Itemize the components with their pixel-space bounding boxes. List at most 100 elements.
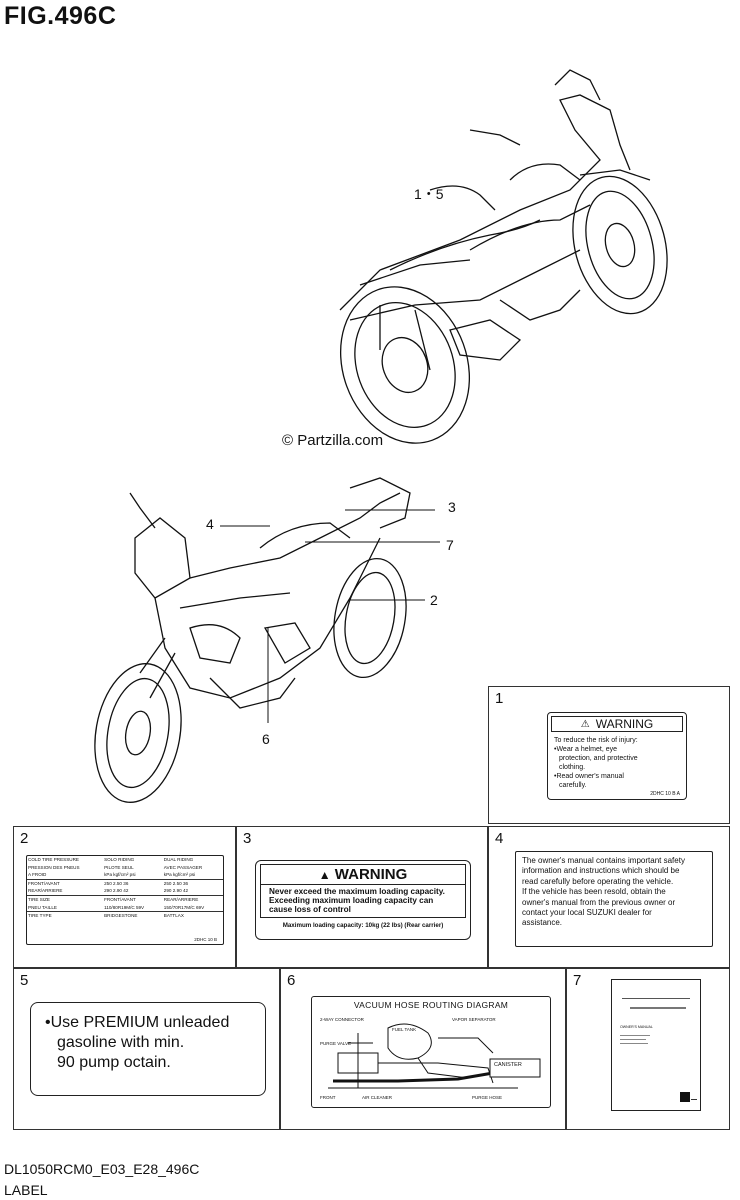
fuel-line: 90 pump octain. bbox=[57, 1054, 171, 1071]
table-row: TIRE TYPE BRIDGESTONE BATTLAX bbox=[27, 911, 223, 920]
label-box-4: 4 The owner's manual contains important … bbox=[488, 826, 730, 968]
label-box-6: 6 VACUUM HOSE ROUTING DIAGRAM CANISTER 2… bbox=[280, 968, 566, 1130]
table-cell: kPa kgf/cm² psi bbox=[104, 872, 136, 878]
label-box-5: 5 •Use PREMIUM unleaded gasoline with mi… bbox=[13, 968, 280, 1130]
motorcycle-side-view-drawing bbox=[339, 69, 668, 444]
box-number: 2 bbox=[20, 830, 29, 847]
diagram-note: PURGE VALVE bbox=[320, 1041, 352, 1046]
table-cell: kPa kgf/cm² psi bbox=[163, 872, 196, 878]
notice-line: owner's manual from the previous owner o… bbox=[522, 897, 676, 907]
box-number: 3 bbox=[243, 830, 252, 847]
motorcycle-front-view-drawing bbox=[94, 477, 440, 803]
table-cell: 110/80R19M/C 59V bbox=[104, 904, 145, 910]
table-cell: BRIDGESTONE bbox=[104, 913, 138, 919]
owners-manual-booklet: OWNER'S MANUAL bbox=[611, 979, 701, 1111]
label-code: 2DHC 10 B bbox=[194, 937, 217, 942]
table-row: TIRE SIZE FRONT/AVANT REAR/ARRIERE bbox=[27, 895, 223, 903]
table-cell: A FROID bbox=[28, 872, 47, 878]
table-cell: TIRE TYPE bbox=[28, 913, 52, 919]
table-row: REAR/ARRIERE 290 2.90 42 290 2.90 42 bbox=[27, 887, 223, 895]
diagram-heading: VACUUM HOSE ROUTING DIAGRAM bbox=[353, 1000, 509, 1010]
warning-triangle-icon: ⚠ bbox=[580, 718, 590, 730]
table-cell: 290 2.90 42 bbox=[104, 888, 129, 894]
callout-6: 6 bbox=[262, 731, 270, 747]
warning-line: clothing. bbox=[559, 764, 586, 771]
diagram-note: PURGE HOSE bbox=[472, 1095, 503, 1100]
tire-pressure-label: COLD TIRE PRESSURE SOLO RIDING DUAL RIDING… bbox=[26, 855, 224, 945]
table-cell: FRONT/AVANT bbox=[104, 896, 136, 902]
warning-line: •Wear a helmet, eye bbox=[554, 746, 618, 753]
table-cell: REAR/ARRIERE bbox=[28, 888, 63, 894]
notice-line: read carefully before operating the vehi… bbox=[522, 876, 674, 886]
box-number: 6 bbox=[287, 972, 296, 989]
warning-line: •Read owner's manual bbox=[554, 773, 624, 780]
table-cell: 290 2.90 42 bbox=[163, 888, 189, 894]
owners-manual-notice-label: The owner's manual contains important sa… bbox=[515, 851, 713, 947]
table-cell: DUAL RIDING bbox=[163, 857, 194, 862]
warning-line: Exceeding maximum loading capacity can bbox=[269, 896, 434, 905]
figure-title: FIG.496C bbox=[4, 2, 117, 30]
notice-line: information and instructions which shoul… bbox=[522, 866, 680, 876]
table-row: A FROID kPa kgf/cm² psi kPa kgf/cm² psi bbox=[27, 871, 223, 879]
canister-label: CANISTER bbox=[494, 1062, 522, 1068]
table-cell: SOLO RIDING bbox=[104, 857, 135, 862]
diagram-note: 2-WAY CONNECTOR bbox=[320, 1017, 364, 1022]
diagram-note: FRONT bbox=[320, 1095, 336, 1100]
manual-cover-title: OWNER'S MANUAL bbox=[620, 1025, 653, 1029]
warning-label-helmet: ⚠ WARNING To reduce the risk of injury: … bbox=[547, 712, 687, 800]
fuel-line: •Use PREMIUM unleaded bbox=[45, 1014, 230, 1031]
hose-routing-drawing bbox=[328, 1023, 541, 1089]
table-cell: FRONT/AVANT bbox=[28, 880, 60, 886]
table-cell: PNEU TAILLE bbox=[28, 904, 57, 910]
table-cell: 250 2.50 36 bbox=[104, 880, 129, 886]
diagram-note: AIR CLEANER bbox=[362, 1095, 393, 1100]
table-row: FRONT/AVANT 250 2.50 36 250 2.50 36 bbox=[27, 879, 223, 887]
warning-line: Never exceed the maximum loading capacit… bbox=[269, 887, 445, 896]
notice-line: The owner's manual contains important sa… bbox=[522, 856, 685, 865]
table-cell: PILOTE SEUL bbox=[104, 864, 134, 870]
warning-heading: WARNING bbox=[595, 717, 654, 731]
box-number: 4 bbox=[495, 830, 504, 847]
table-cell: BATTLAX bbox=[163, 913, 184, 919]
capacity-text: Maximum loading capacity: 10kg (22 lbs) … bbox=[282, 922, 444, 929]
box-number: 5 bbox=[20, 972, 29, 989]
tire-pressure-table: COLD TIRE PRESSURE SOLO RIDING DUAL RIDING… bbox=[27, 856, 223, 920]
suzuki-logo-icon bbox=[680, 1092, 690, 1102]
label-box-3: 3 ▲ WARNING Never exceed the maximum loa… bbox=[236, 826, 488, 968]
footer-label: LABEL bbox=[4, 1182, 48, 1198]
table-cell: TIRE SIZE bbox=[28, 896, 50, 902]
callout-1-5: 1・5 bbox=[414, 186, 444, 202]
table-cell: COLD TIRE PRESSURE bbox=[28, 857, 79, 862]
footer-code: DL1050RCM0_E03_E28_496C bbox=[4, 1161, 200, 1177]
table-cell: AVEC PASSAGER bbox=[163, 864, 203, 870]
warning-line: carefully. bbox=[559, 782, 587, 789]
callout-2: 2 bbox=[430, 592, 438, 608]
notice-line: contact your local SUZUKI dealer for bbox=[522, 908, 652, 918]
callout-7: 7 bbox=[446, 537, 454, 553]
table-cell: REAR/ARRIERE bbox=[163, 896, 199, 902]
box-number: 7 bbox=[573, 972, 582, 989]
table-cell: PRESSION DES PNEUS bbox=[28, 864, 80, 870]
warning-triangle-icon: ▲ bbox=[318, 868, 331, 882]
table-cell: 250 2.50 36 bbox=[163, 880, 189, 886]
warning-line: To reduce the risk of injury: bbox=[554, 737, 638, 744]
notice-line: If the vehicle has been resold, obtain t… bbox=[522, 887, 666, 897]
vacuum-hose-diagram-label: VACUUM HOSE ROUTING DIAGRAM CANISTER 2-W… bbox=[311, 996, 551, 1108]
label-code: 2DHC 10 B A bbox=[650, 791, 680, 797]
watermark-text: © Partzilla.com bbox=[282, 432, 384, 449]
fuel-line: gasoline with min. bbox=[57, 1034, 185, 1051]
diagram-note: VAPOR SEPARATOR bbox=[452, 1017, 496, 1022]
warning-label-loading: ▲ WARNING Never exceed the maximum loadi… bbox=[255, 860, 471, 940]
table-cell: 150/70R17M/C 69V bbox=[163, 904, 205, 910]
label-box-7: 7 OWNER'S MANUAL bbox=[566, 968, 730, 1130]
diagram-note: FUEL TANK bbox=[392, 1027, 417, 1032]
warning-line: cause loss of control bbox=[269, 905, 351, 914]
table-row: PRESSION DES PNEUS PILOTE SEUL AVEC PASSAG… bbox=[27, 864, 223, 872]
warning-heading: WARNING bbox=[334, 866, 408, 883]
warning-line: protection, and protective bbox=[559, 755, 638, 762]
table-row: PNEU TAILLE 110/80R19M/C 59V 150/70R17M/C … bbox=[27, 904, 223, 912]
callout-4: 4 bbox=[206, 516, 214, 532]
label-box-1: 1 ⚠ WARNING To reduce the risk of injury… bbox=[488, 686, 730, 824]
callout-3: 3 bbox=[448, 499, 456, 515]
fuel-octane-label: •Use PREMIUM unleaded gasoline with min.… bbox=[30, 1002, 266, 1096]
